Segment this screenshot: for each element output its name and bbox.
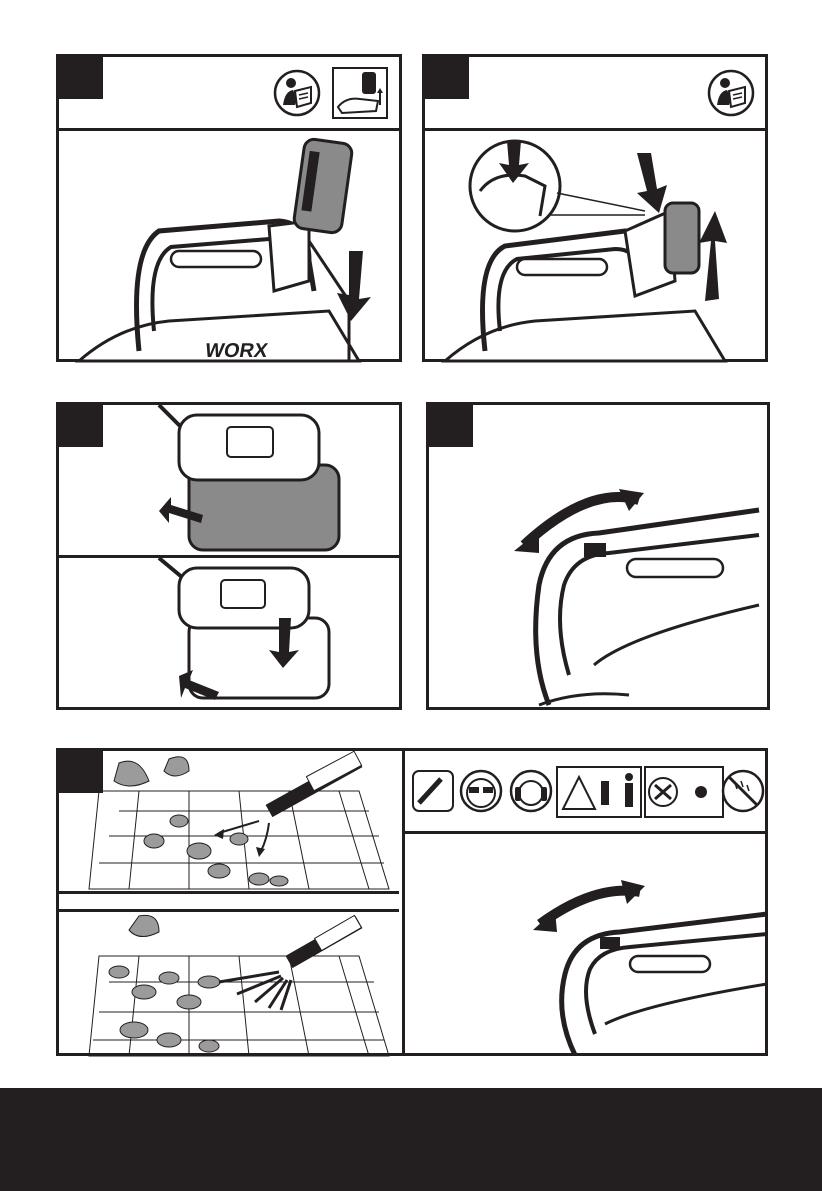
- figure-attach-battery: WORX: [56, 54, 402, 362]
- leaf-blowing-illustration: [59, 751, 399, 889]
- safety-icon-row: [411, 759, 765, 825]
- speed-switch-illustration: [429, 405, 769, 709]
- figure-number-badge: [59, 57, 103, 99]
- read-manual-icon: [707, 69, 755, 117]
- blower-handle-illustration: WORX: [59, 131, 399, 361]
- page-footer-band: [0, 1088, 822, 1191]
- do-not-expose-to-rain-icon: [723, 771, 763, 811]
- blowing-direction-icon: [413, 771, 453, 811]
- charger-remove-illustration: [149, 558, 399, 708]
- battery-insert-icon: [332, 67, 388, 119]
- brand-mark: WORX: [203, 340, 270, 362]
- figure-number-badge: [425, 57, 469, 99]
- speed-switch-detail-illustration: [405, 834, 767, 1055]
- rotating-fan-warning-icon: [645, 767, 723, 817]
- keep-bystanders-away-icon: [557, 767, 641, 817]
- figure-operation: [56, 748, 768, 1056]
- battery-release-illustration: [425, 131, 765, 361]
- eye-protection-icon: [461, 771, 501, 811]
- charger-attach-illustration: [149, 405, 399, 555]
- figure-number-badge: [59, 405, 103, 447]
- ear-protection-icon: [511, 771, 551, 811]
- figure-speed-switch: [426, 402, 770, 710]
- leaf-sweeping-illustration: [59, 912, 399, 1056]
- figure-release-battery: [422, 54, 768, 362]
- read-manual-icon: [273, 69, 321, 117]
- figure-charger: [56, 402, 402, 710]
